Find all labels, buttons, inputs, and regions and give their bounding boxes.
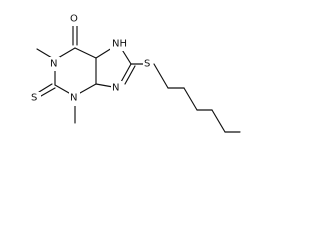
bond-s-c1 bbox=[153, 63, 169, 89]
bond-c5-c6 bbox=[74, 47, 97, 59]
bond-n9-c4 bbox=[95, 83, 114, 88]
oxygen-label-bg bbox=[69, 12, 80, 26]
n9-label: N bbox=[112, 83, 119, 94]
n9-label-bg bbox=[111, 81, 122, 95]
bond-c8-n9-a bbox=[120, 63, 132, 83]
bonds bbox=[36, 25, 241, 133]
ether-sulfur-label-bg bbox=[143, 57, 153, 71]
n1-label-bg bbox=[49, 57, 60, 71]
n3-label-bg bbox=[69, 92, 80, 106]
ether-sulfur-label: S bbox=[144, 59, 150, 70]
nh-label-bg bbox=[110, 37, 130, 51]
bond-c5-n7 bbox=[95, 47, 113, 59]
bond-c2-n3 bbox=[54, 84, 70, 94]
nh-label: NH bbox=[112, 39, 127, 50]
atom-labels: O N S N NH N S bbox=[30, 12, 153, 106]
n3-label: N bbox=[70, 93, 77, 104]
bond-c6-n1 bbox=[57, 47, 76, 59]
molecule-svg: O N S N NH N S bbox=[30, 12, 241, 133]
bond-c2-s-b bbox=[40, 87, 56, 97]
n1-label: N bbox=[50, 59, 57, 70]
oxygen-label: O bbox=[70, 14, 78, 25]
thione-sulfur-label-bg bbox=[30, 92, 41, 106]
bond-n1-methyl bbox=[36, 48, 53, 59]
bond-c2-s-a bbox=[38, 83, 53, 93]
chemical-structure-canvas: O N S N NH N S bbox=[30, 12, 241, 133]
bond-c4-c5 bbox=[211, 109, 226, 133]
bond-c2-c3 bbox=[183, 87, 198, 111]
bond-c8-n9-b bbox=[124, 65, 136, 85]
bond-n3-c4 bbox=[79, 83, 97, 94]
thione-sulfur-label: S bbox=[31, 93, 37, 104]
